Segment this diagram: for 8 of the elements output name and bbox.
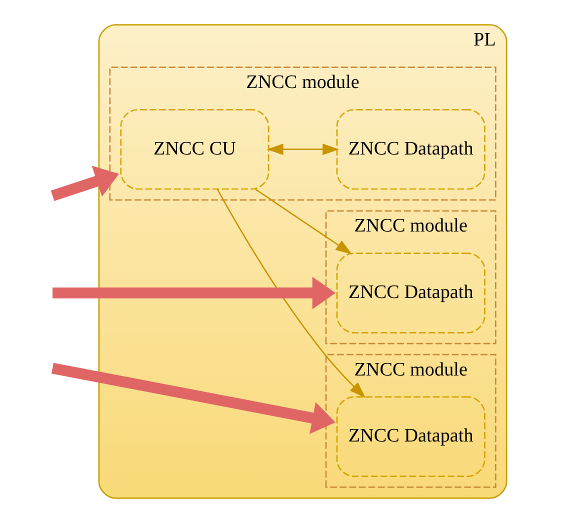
arrow — [50, 166, 119, 202]
node-box: ZNCC Datapath — [336, 396, 486, 477]
node-box: ZNCC Datapath — [336, 108, 486, 190]
node-box: ZNCC CU — [120, 108, 270, 190]
arrow — [52, 276, 336, 310]
node-box: ZNCC Datapath — [336, 252, 486, 334]
arrow — [266, 144, 340, 156]
arrow — [52, 362, 336, 434]
